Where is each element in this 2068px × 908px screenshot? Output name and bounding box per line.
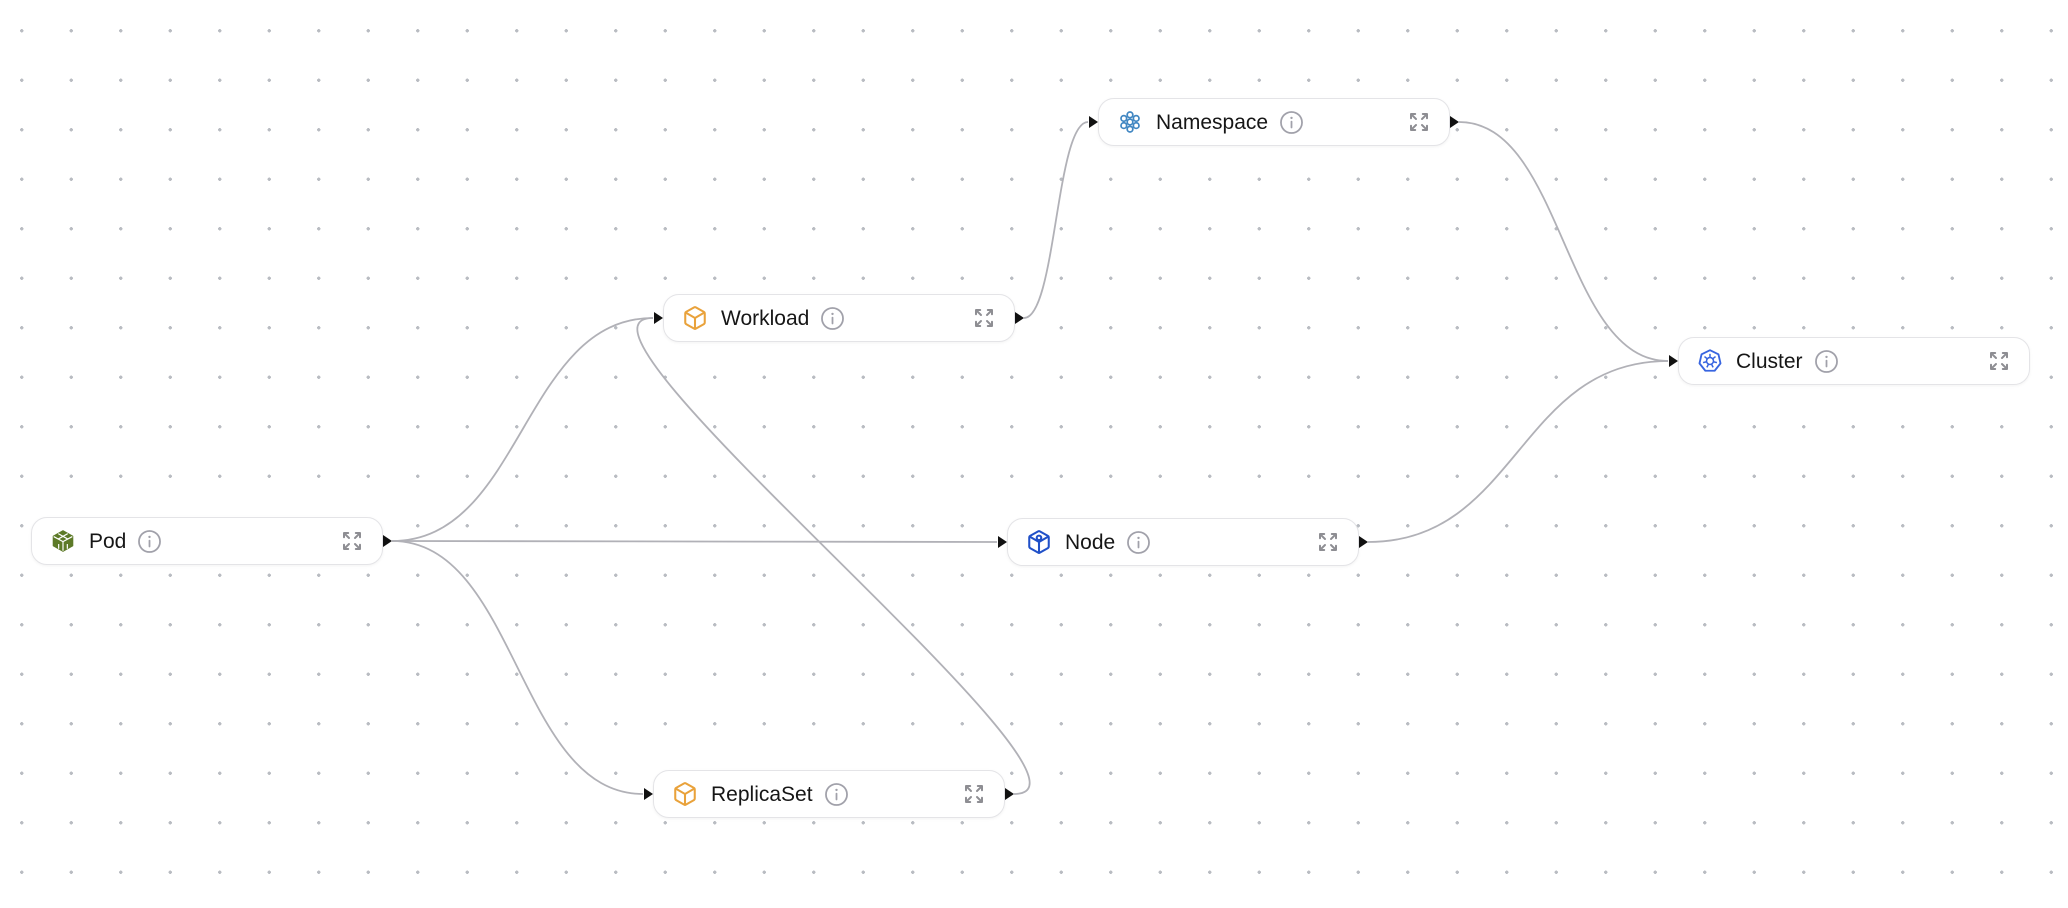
node-label: Node — [1065, 530, 1116, 554]
info-icon[interactable] — [137, 529, 162, 554]
source-handle[interactable] — [1450, 116, 1459, 128]
source-handle[interactable] — [383, 535, 392, 547]
expand-icon[interactable] — [340, 529, 364, 553]
edge-pod-workload[interactable] — [391, 317, 654, 542]
expand-icon[interactable] — [972, 306, 996, 330]
target-handle[interactable] — [998, 536, 1007, 548]
node-label: ReplicaSet — [711, 782, 813, 806]
box-icon — [672, 781, 698, 807]
kubernetes-icon — [1697, 348, 1723, 374]
edge-workload-namespace[interactable] — [1023, 121, 1089, 319]
node-icon — [1026, 529, 1052, 555]
expand-icon[interactable] — [1316, 530, 1340, 554]
edge-node-cluster[interactable] — [1367, 360, 1669, 543]
info-icon[interactable] — [1814, 349, 1839, 374]
node-label: Workload — [721, 306, 810, 330]
node-label: Namespace — [1156, 110, 1269, 134]
info-icon[interactable] — [820, 306, 845, 331]
info-icon[interactable] — [824, 782, 849, 807]
source-handle[interactable] — [1359, 536, 1368, 548]
target-handle[interactable] — [654, 312, 663, 324]
node-cluster[interactable]: Cluster — [1669, 337, 2030, 385]
node-workload[interactable]: Workload — [654, 294, 1024, 342]
expand-icon[interactable] — [1987, 349, 2011, 373]
box-icon — [682, 305, 708, 331]
node-node[interactable]: Node — [998, 518, 1368, 566]
node-replicaset[interactable]: ReplicaSet — [644, 770, 1014, 818]
info-icon[interactable] — [1279, 110, 1304, 135]
target-handle[interactable] — [1669, 355, 1678, 367]
target-handle[interactable] — [644, 788, 653, 800]
edge-pod-replicaset[interactable] — [391, 540, 644, 795]
edge-replicaset-workload[interactable] — [636, 317, 1031, 795]
source-handle[interactable] — [1015, 312, 1024, 324]
target-handle[interactable] — [1089, 116, 1098, 128]
namespace-icon — [1117, 109, 1143, 135]
pod-icon — [50, 528, 76, 554]
edge-pod-node[interactable] — [391, 540, 998, 543]
node-label: Cluster — [1736, 349, 1803, 373]
node-namespace[interactable]: Namespace — [1089, 98, 1459, 146]
node-pod[interactable]: Pod — [31, 517, 392, 565]
info-icon[interactable] — [1126, 530, 1151, 555]
expand-icon[interactable] — [1407, 110, 1431, 134]
edge-namespace-cluster[interactable] — [1458, 121, 1669, 362]
source-handle[interactable] — [1005, 788, 1014, 800]
expand-icon[interactable] — [962, 782, 986, 806]
node-label: Pod — [89, 529, 127, 553]
